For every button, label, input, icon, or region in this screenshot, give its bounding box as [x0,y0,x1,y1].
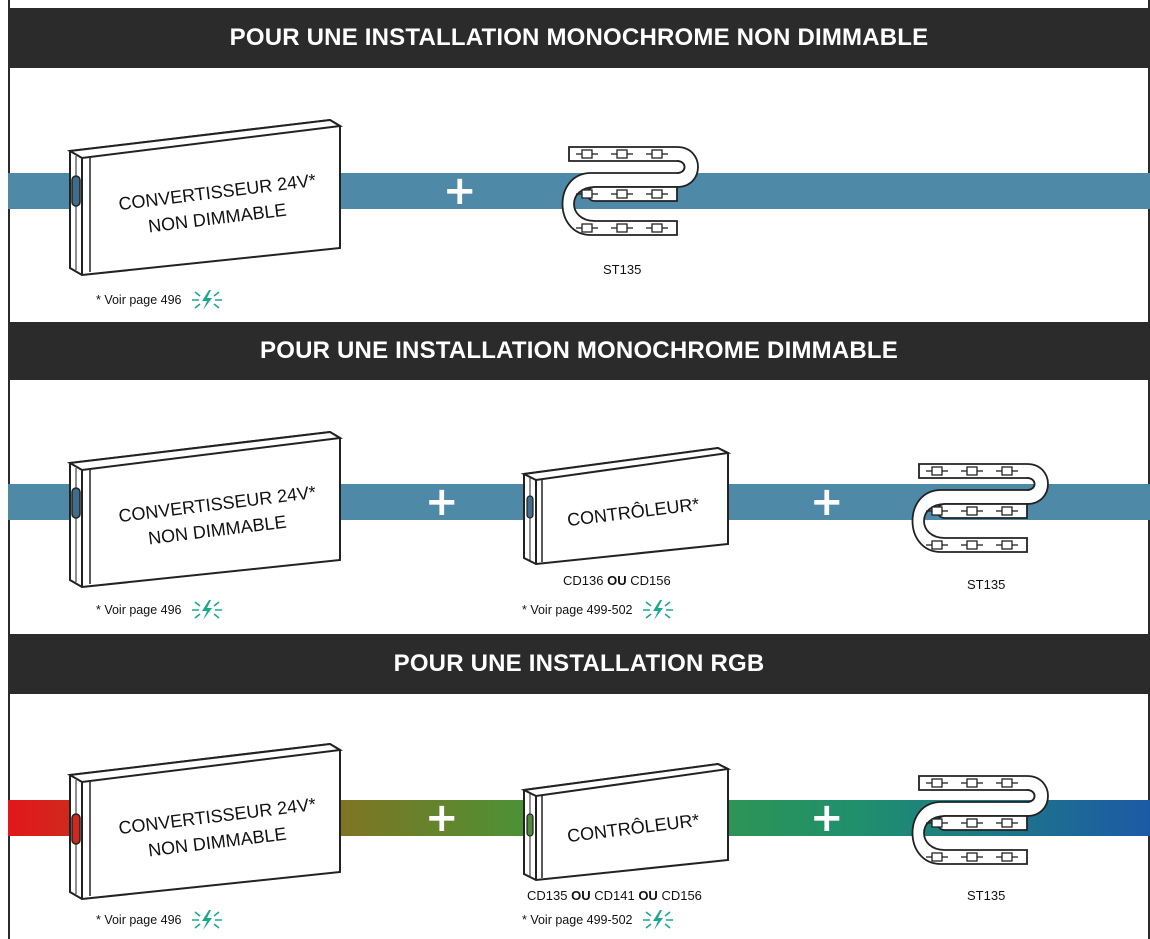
controller-codes-3: CD135 OU CD141 OU CD156 [527,888,702,903]
controller-device-2: CONTRÔLEUR* [520,446,732,566]
note-text: * Voir page 496 [96,293,182,307]
or-separator: OU [638,888,658,903]
led-strip-icon [911,775,1049,865]
section-title-3: POUR UNE INSTALLATION RGB [8,634,1150,694]
or-separator: OU [571,888,591,903]
converter-note-1: * Voir page 496 [96,288,224,312]
converter-note-2: * Voir page 496 [96,598,224,622]
controller-device-3: CONTRÔLEUR* [520,762,732,882]
product-code: CD156 [661,888,702,903]
frame-left-border [8,0,10,939]
lightning-icon [191,600,222,620]
strip-label-1: ST135 [603,262,642,277]
plus-icon: + [443,168,477,214]
controller-codes-2: CD136 OU CD156 [563,573,671,588]
lightning-icon [642,910,673,930]
controller-note-3: * Voir page 499-502 [522,908,675,932]
strip-label-3: ST135 [967,888,1006,903]
lightning-icon [642,600,673,620]
product-code: CD141 [594,888,635,903]
plus-icon: + [810,795,844,841]
converter-device-2: CONVERTISSEUR 24V* NON DIMMABLE [66,430,344,589]
note-text: * Voir page 496 [96,603,182,617]
section-title-2: POUR UNE INSTALLATION MONOCHROME DIMMABL… [8,322,1150,380]
lightning-icon [191,910,222,930]
led-strip-icon [561,146,699,236]
section-title-1: POUR UNE INSTALLATION MONOCHROME NON DIM… [8,8,1150,68]
frame-right-border [1148,0,1150,939]
product-code: CD135 [527,888,568,903]
converter-note-3: * Voir page 496 [96,908,224,932]
controller-note-2: * Voir page 499-502 [522,598,675,622]
plus-icon: + [810,479,844,525]
plus-icon: + [425,795,459,841]
note-text: * Voir page 496 [96,913,182,927]
plus-icon: + [425,479,459,525]
converter-device-3: CONVERTISSEUR 24V* NON DIMMABLE [66,742,344,901]
product-code: CD136 [563,573,604,588]
note-text: * Voir page 499-502 [522,603,633,617]
status-led-3 [71,813,81,845]
status-led-1 [71,175,81,207]
led-strip-icon [911,463,1049,553]
status-led-2 [71,487,81,519]
lightning-icon [191,290,222,310]
or-separator: OU [607,573,627,588]
converter-device-1: CONVERTISSEUR 24V* NON DIMMABLE [66,118,344,277]
product-code: CD156 [630,573,671,588]
note-text: * Voir page 499-502 [522,913,633,927]
strip-label-2: ST135 [967,577,1006,592]
